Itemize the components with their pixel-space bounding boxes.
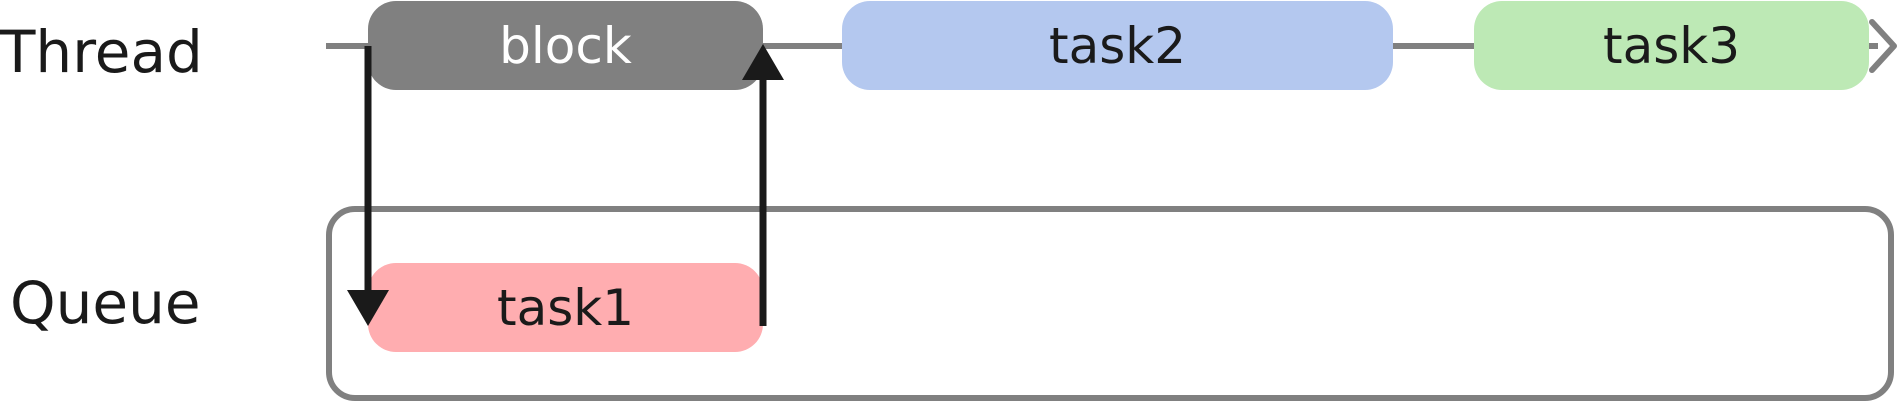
thread-task-task3: task3: [1474, 1, 1869, 90]
queue-row-label: Queue: [10, 269, 201, 337]
queue-task-task1: task1: [368, 263, 763, 352]
thread-task-task3-label: task3: [1602, 16, 1741, 75]
thread-task-block-label: block: [499, 16, 632, 75]
arrow-down-head: [347, 290, 389, 326]
queue-container: [326, 206, 1894, 401]
queue-task-task1-label: task1: [496, 278, 635, 337]
thread-task-block: block: [368, 1, 763, 90]
thread-task-task2: task2: [842, 1, 1393, 90]
arrow-up-head: [742, 44, 784, 80]
thread-task-task2-label: task2: [1048, 16, 1187, 75]
thread-row-label: Thread: [0, 18, 203, 86]
timeline-arrowhead: [1869, 19, 1897, 73]
